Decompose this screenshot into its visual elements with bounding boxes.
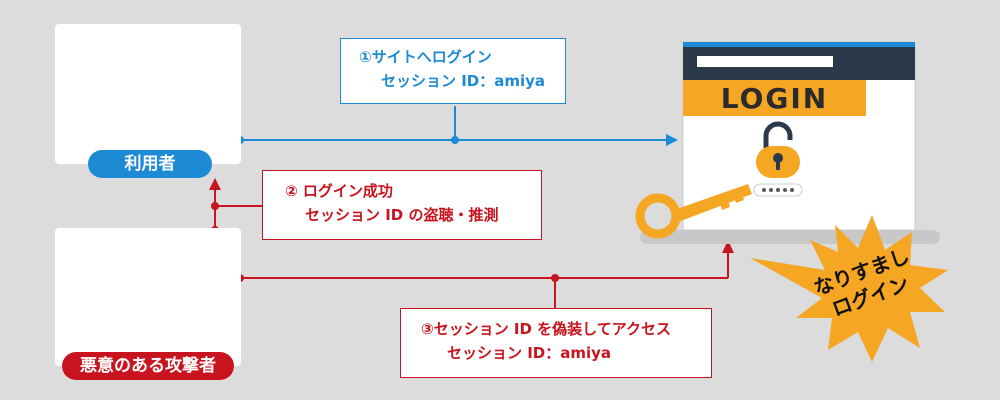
step1-title: ①サイトへログイン [359,48,492,66]
user-card [55,24,241,164]
key-icon [635,184,752,239]
spoof-burst-shape [750,215,948,362]
password-dot [769,188,773,192]
step3-title: ③セッション ID を偽装してアクセス [421,320,671,338]
keyhole-slot-icon [776,160,780,170]
login-text: LOGIN [720,82,829,115]
step1-junction-dot [451,136,459,144]
step3-arrowhead [722,240,734,253]
login-banner [683,80,866,116]
attacker-label: 悪意のある攻撃者 [62,352,234,380]
user-label: 利用者 [88,150,212,178]
attacker-card [55,228,241,366]
password-dot [776,188,780,192]
password-dot [762,188,766,192]
step1-session-id: セッション ID：amiya [381,72,546,90]
step3-callout: ③セッション ID を偽装してアクセス セッション ID：amiya [400,308,712,378]
password-dot [783,188,787,192]
address-bar [697,56,833,67]
step1-arrowhead [666,134,678,146]
window-accent-bar [683,42,915,47]
keyhole-icon [773,153,783,163]
step1-callout: ①サイトへログイン セッション ID：amiya [340,38,566,104]
step3-junction-dot [551,274,559,282]
step2-callout: ② ログイン成功 セッション ID の盗聴・推測 [262,170,542,240]
step2-arrowhead [209,178,221,190]
step2-description: セッション ID の盗聴・推測 [305,206,499,224]
step2-title: ② ログイン成功 [285,182,393,200]
window-shadow [640,230,940,244]
password-dot [790,188,794,192]
step3-session-id: セッション ID：amiya [447,344,612,362]
step2-junction-dot [211,202,219,210]
padlock-shackle-icon [763,121,793,148]
